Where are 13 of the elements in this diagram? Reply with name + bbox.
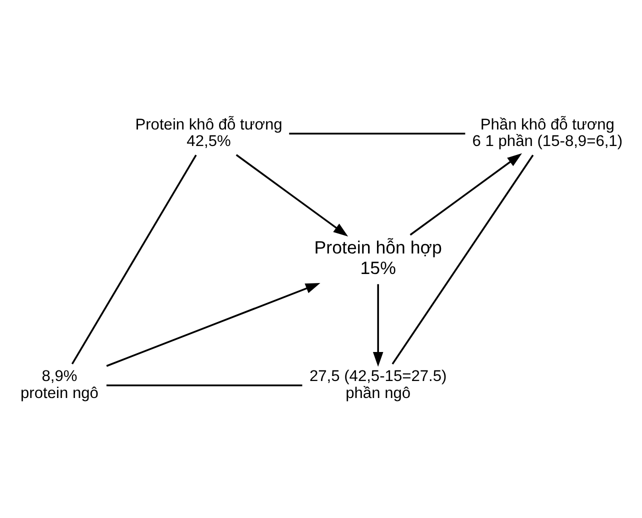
node-text: 27,5 (42,5-15=27.5) phần ngô	[309, 368, 447, 402]
node-text: 8,9% protein ngô	[20, 368, 98, 402]
arrow	[236, 154, 348, 236]
connector	[392, 154, 534, 364]
connector	[106, 384, 302, 386]
node-text: Protein hỗn hợp 15%	[314, 237, 442, 278]
node-text: Protein khô đỗ tương 42,5%	[135, 116, 282, 150]
arrow	[106, 282, 320, 366]
node-text: Phần khô đỗ tương 6 1 phần (15-8,9=6,1)	[472, 116, 623, 150]
connector	[71, 154, 197, 364]
connector	[289, 132, 466, 134]
arrow	[372, 284, 384, 366]
arrow	[410, 152, 522, 236]
